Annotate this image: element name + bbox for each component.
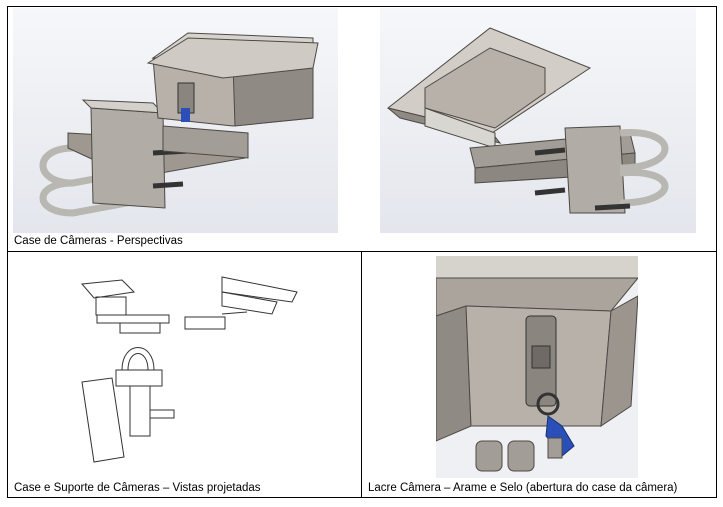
column-divider: [361, 251, 362, 498]
camera-case-perspective-front: [13, 8, 338, 233]
caption-projected-views: Case e Suporte de Câmeras – Vistas proje…: [14, 482, 261, 494]
camera-case-seal-closeup: [436, 256, 638, 478]
camera-case-perspective-rear: [380, 8, 696, 233]
camera-case-projected-views: [72, 262, 312, 467]
figure-table: [7, 6, 717, 498]
caption-seal: Lacre Câmera – Arame e Selo (abertura do…: [368, 482, 678, 494]
caption-perspectives: Case de Câmeras - Perspectivas: [14, 235, 183, 247]
row-divider: [7, 251, 717, 252]
